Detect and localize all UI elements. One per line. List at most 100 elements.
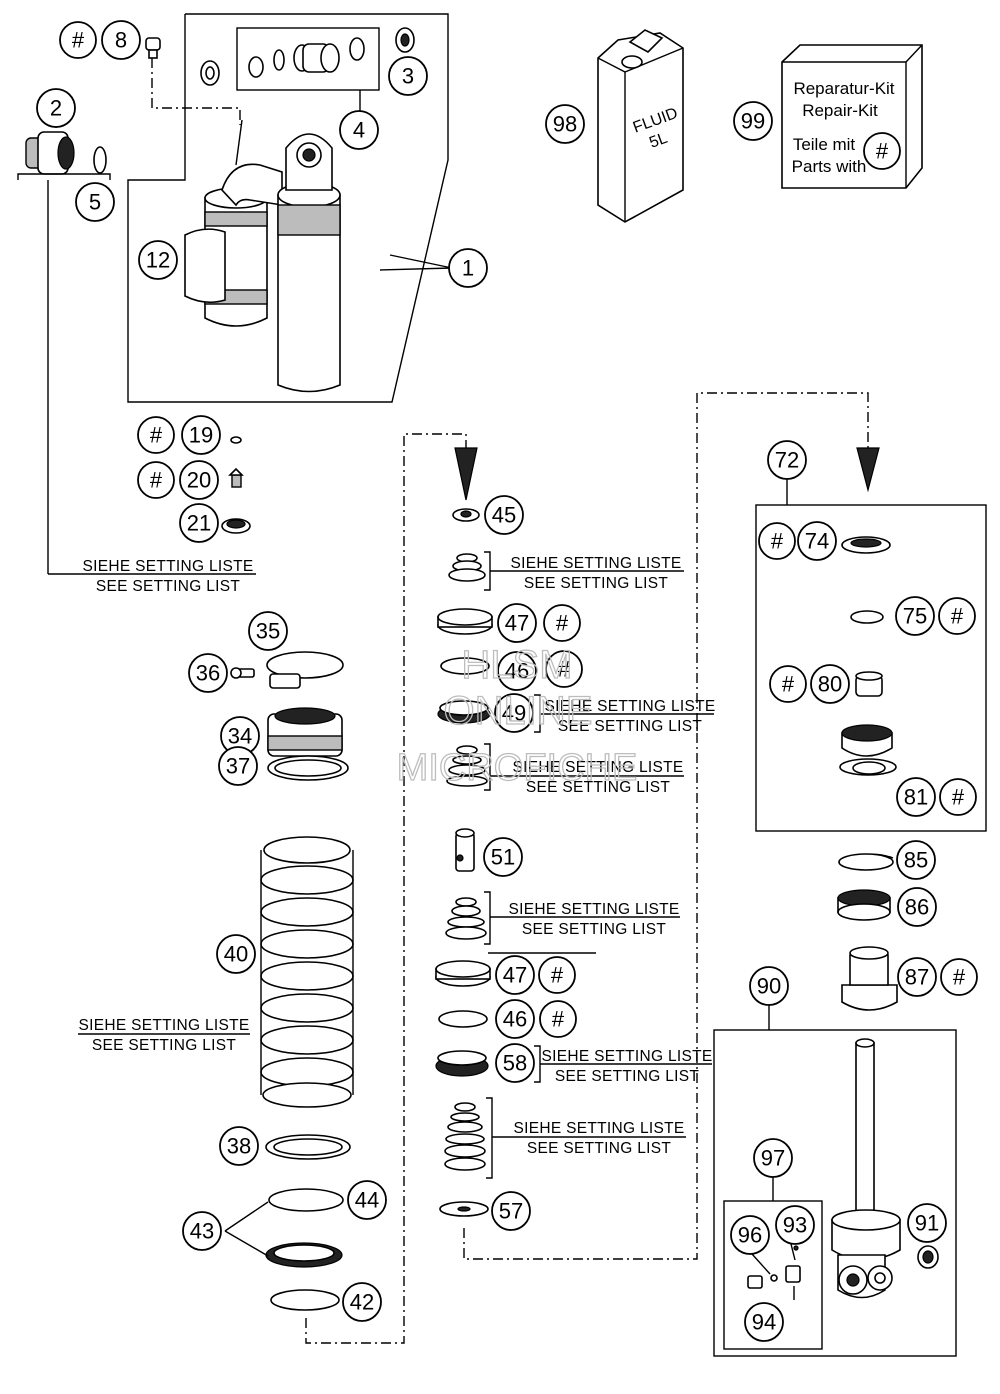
seal-ring-left — [200, 60, 220, 86]
callout-label: 35 — [256, 619, 280, 644]
piston-rod-illustration — [831, 1038, 939, 1299]
hash-8-marker: # — [59, 21, 97, 59]
callout-label: 2 — [50, 96, 62, 121]
callout-label: 99 — [741, 109, 765, 134]
setting-label-4-en: SEE SETTING LIST — [526, 779, 671, 796]
group-box-72 — [755, 504, 987, 832]
setting-label-5-en: SEE SETTING LIST — [522, 921, 667, 938]
callout-46a: 46 — [497, 651, 537, 691]
callout-label: 38 — [227, 1134, 251, 1159]
hash-label: # — [558, 657, 571, 682]
callout-81: 81 — [896, 777, 936, 817]
needle-group-97-illustration — [747, 1239, 801, 1300]
callout-72: 72 — [767, 440, 807, 480]
hash-47a-marker: # — [543, 604, 581, 642]
callout-44: 44 — [347, 1180, 387, 1220]
callout-label: 1 — [462, 256, 474, 281]
lower-spring-parts — [265, 1134, 351, 1311]
callout-label: 85 — [904, 848, 928, 873]
callout-20: 20 — [179, 460, 219, 500]
setting-label-1-de: SIEHE SETTING LISTE — [82, 558, 253, 575]
watermark: HLSM ONLINE MICROFICHE — [396, 642, 638, 789]
hash-74-marker: # — [758, 522, 796, 560]
piston-stack-illustration — [435, 508, 493, 1217]
callout-label: 58 — [503, 1051, 527, 1076]
setting-label-2-de: SIEHE SETTING LISTE — [510, 555, 681, 572]
callout-label: 97 — [761, 1146, 785, 1171]
setting-label-6-en: SEE SETTING LIST — [92, 1037, 237, 1054]
callout-label: 47 — [505, 611, 529, 636]
callout-93: 93 — [775, 1205, 815, 1245]
callout-8: 8 — [101, 20, 141, 60]
hash-label: # — [150, 468, 163, 493]
callout-label: 42 — [350, 1290, 374, 1315]
callout-label: 75 — [903, 604, 927, 629]
callout-label: 43 — [190, 1219, 214, 1244]
lower-adjuster-parts — [837, 853, 898, 1011]
callout-label: 37 — [226, 754, 250, 779]
callout-51: 51 — [483, 837, 523, 877]
callout-label: 5 — [89, 190, 101, 215]
callout-label: 93 — [783, 1213, 807, 1238]
callout-96: 96 — [730, 1215, 770, 1255]
callout-label: 87 — [905, 965, 929, 990]
hash-20-marker: # — [137, 461, 175, 499]
setting-list-labels: SIEHE SETTING LISTE SEE SETTING LIST SIE… — [78, 555, 715, 1157]
callout-label: 20 — [187, 468, 211, 493]
callout-36: 36 — [188, 653, 228, 693]
callout-label: 96 — [738, 1223, 762, 1248]
callout-5: 5 — [75, 182, 115, 222]
callout-label: 57 — [499, 1199, 523, 1224]
callout-label: 8 — [115, 28, 127, 53]
spring-set-illustration — [230, 651, 349, 781]
callout-80: 80 — [810, 664, 850, 704]
callout-43: 43 — [182, 1211, 222, 1251]
hash-81-marker: # — [939, 778, 977, 816]
hash-99-marker: # — [863, 132, 901, 170]
repair-kit-box: Reparatur-Kit Repair-Kit Teile mit Parts… — [781, 44, 923, 189]
hash-19-marker: # — [137, 416, 175, 454]
shock-assembly-frame — [127, 13, 449, 403]
hash-87-marker: # — [940, 958, 978, 996]
watermark-line2: ONLINE — [444, 689, 593, 733]
hash-callouts: ############# — [59, 21, 978, 1038]
callout-34: 34 — [220, 716, 260, 756]
callout-label: 72 — [775, 448, 799, 473]
repair-kit-line4: Parts with — [792, 157, 867, 176]
callout-1: 1 — [448, 248, 488, 288]
callout-label: 80 — [818, 672, 842, 697]
setting-label-2-en: SEE SETTING LIST — [524, 575, 669, 592]
hash-label: # — [951, 604, 964, 629]
callout-45: 45 — [484, 495, 524, 535]
callout-label: 86 — [905, 895, 929, 920]
hash-75-marker: # — [938, 597, 976, 635]
callout-19: 19 — [181, 415, 221, 455]
callout-2: 2 — [36, 88, 76, 128]
callout-42: 42 — [342, 1282, 382, 1322]
callout-label: 49 — [502, 701, 526, 726]
callout-91: 91 — [907, 1203, 947, 1243]
callout-label: 46 — [505, 659, 529, 684]
callout-label: 94 — [752, 1310, 776, 1335]
hash-label: # — [952, 785, 965, 810]
callout-label: 44 — [355, 1188, 379, 1213]
callout-label: 81 — [904, 785, 928, 810]
coil-spring-part-40 — [260, 836, 354, 1108]
callout-label: 3 — [402, 64, 414, 89]
group-box-90 — [713, 1029, 957, 1357]
callout-49: 49 — [494, 693, 534, 733]
dust-cap-part-3 — [395, 27, 415, 53]
callout-label: 40 — [224, 942, 248, 967]
hash-46a-marker: # — [545, 650, 583, 688]
repair-kit-line3: Teile mit — [793, 135, 856, 154]
fluid-can-illustration: FLUID 5L — [597, 29, 684, 223]
setting-label-8-en: SEE SETTING LIST — [527, 1140, 672, 1157]
adjuster-group-72-illustration — [839, 536, 897, 776]
callout-label: 36 — [196, 661, 220, 686]
setting-label-7-de: SIEHE SETTING LISTE — [541, 1048, 712, 1065]
hash-label: # — [551, 963, 564, 988]
callout-85: 85 — [896, 840, 936, 880]
callout-3: 3 — [388, 56, 428, 96]
